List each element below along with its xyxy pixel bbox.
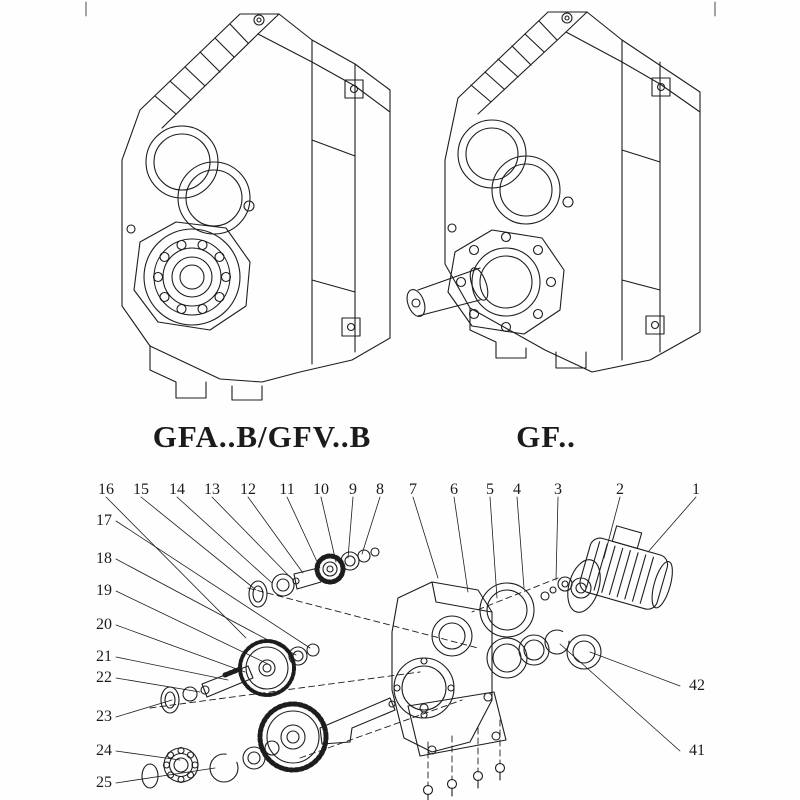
page-edge-marks (85, 1, 716, 17)
part-number-7: 7 (409, 481, 417, 498)
leader-lines (105, 496, 697, 784)
part-number-9: 9 (349, 481, 357, 498)
output-rings (486, 629, 602, 679)
cooling-fins (154, 23, 249, 115)
bearing-boss (133, 221, 251, 331)
part-number-25: 25 (96, 774, 112, 791)
part-number-20: 20 (96, 616, 112, 633)
part-number-13: 13 (204, 481, 220, 498)
bottom-plate (407, 691, 507, 800)
cooling-fins (470, 20, 558, 103)
gearbox-left-drawing (121, 13, 391, 401)
part-number-18: 18 (96, 550, 112, 567)
upper-bosses (145, 125, 251, 235)
part-number-14: 14 (169, 481, 185, 498)
motor (567, 525, 673, 613)
part-number-6: 6 (450, 481, 458, 498)
output-gear-chain (141, 697, 396, 789)
part-number-41: 41 (689, 742, 705, 759)
part-number-11: 11 (279, 481, 295, 498)
part-number-22: 22 (96, 669, 112, 686)
part-number-19: 19 (96, 582, 112, 599)
mounting-feet (149, 345, 263, 401)
part-number-12: 12 (240, 481, 256, 498)
upper-bosses (457, 119, 561, 225)
output-shaft (406, 267, 489, 317)
part-number-15: 15 (133, 481, 149, 498)
part-number-3: 3 (554, 481, 562, 498)
part-number-5: 5 (486, 481, 494, 498)
housing (391, 581, 493, 753)
part-number-8: 8 (376, 481, 384, 498)
part-number-21: 21 (96, 648, 112, 665)
part-number-1: 1 (692, 481, 700, 498)
part-number-42: 42 (689, 677, 705, 694)
coupling-parts (479, 576, 573, 638)
output-flange (447, 229, 565, 335)
gearbox-right-drawing (406, 11, 701, 373)
intermediate-gear-chain (160, 639, 320, 714)
input-parts-chain (248, 547, 380, 608)
part-number-10: 10 (313, 481, 329, 498)
model-label-left: GFA..B/GFV..B (152, 419, 372, 454)
exploded-view-drawing (105, 496, 697, 800)
part-number-23: 23 (96, 708, 112, 725)
part-number-17: 17 (96, 512, 112, 529)
part-number-4: 4 (513, 481, 521, 498)
part-number-24: 24 (96, 742, 112, 759)
axis-lines (149, 577, 559, 787)
part-number-2: 2 (616, 481, 624, 498)
part-number-16: 16 (98, 481, 114, 498)
model-label-right: GF.. (516, 419, 576, 454)
mounting-feet (469, 307, 587, 369)
